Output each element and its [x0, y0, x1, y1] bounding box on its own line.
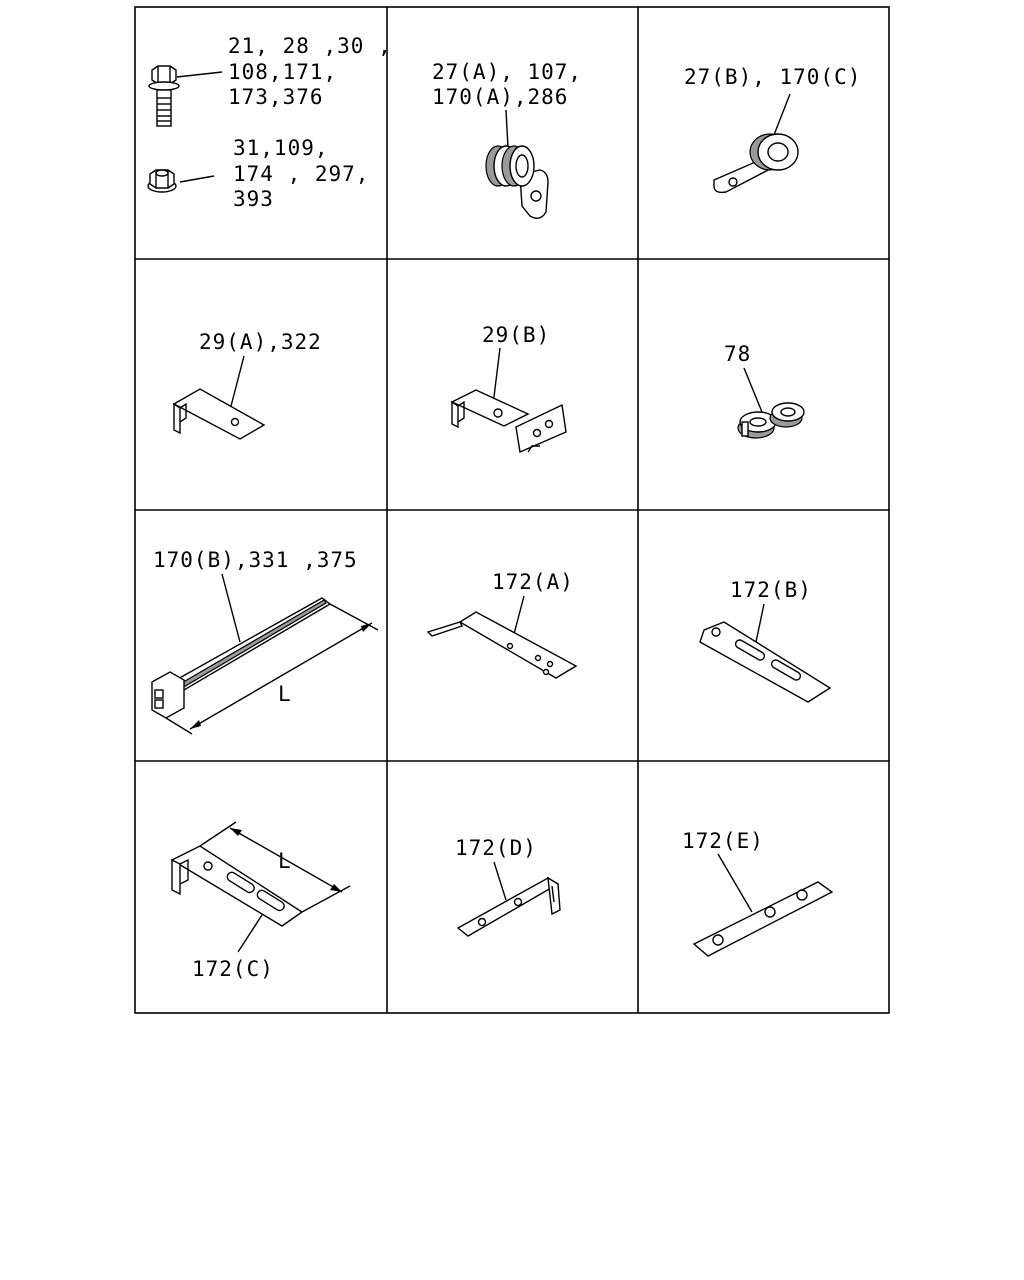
plate-172b-leader-line	[755, 603, 765, 643]
bracket-29b-label: 29(B)	[482, 323, 550, 347]
bracket-172d-leader-line	[493, 861, 507, 901]
cell-cable-tie: 170(B),331 ,375 L	[151, 548, 379, 735]
bolt-label-line-3: 173,376	[228, 85, 324, 109]
bracket-29b-leader-line	[492, 347, 501, 406]
plate-172e-leader-line	[717, 853, 753, 913]
clamp-27b-leader-line	[771, 93, 791, 141]
bolt-label-line-2: 108,171,	[228, 60, 337, 84]
bracket-172c-dimension-label: L	[278, 849, 292, 873]
flat-bracket-172a-icon	[426, 611, 578, 679]
cell-bracket-29a: 29(A),322	[172, 330, 322, 440]
cable-tie-leader-line	[221, 573, 241, 643]
cell-bracket-172c: 172(C) L	[170, 821, 351, 981]
cell-clip-27a: 27(A), 107, 170(A),286	[432, 60, 582, 219]
nut-label-line-1: 31,109,	[233, 136, 329, 160]
flange-bolt-icon	[148, 65, 180, 127]
bracket-29a-label: 29(A),322	[199, 330, 322, 354]
cable-tie-dimension-label: L	[278, 682, 292, 706]
clip-78-label: 78	[724, 342, 751, 366]
nut-leader-line	[179, 175, 215, 183]
bracket-172d-label: 172(D)	[455, 836, 537, 860]
flange-nut-icon	[147, 169, 177, 193]
slotted-angle-bracket-172c-icon	[170, 845, 304, 927]
cushion-clip-icon	[485, 145, 549, 219]
bracket-172c-label: 172(C)	[192, 957, 274, 981]
cable-tie-icon	[151, 597, 332, 719]
double-bend-bracket-29b-icon	[450, 389, 567, 454]
flat-plate-172e-icon	[692, 881, 834, 957]
cell-clamp-27b: 27(B), 170(C)	[684, 65, 861, 194]
slotted-plate-172b-icon	[699, 621, 832, 703]
cell-bolt-nut: 21, 28 ,30 , 108,171, 173,376 31,109, 17…	[147, 34, 392, 211]
clip-27a-label-line-2: 170(A),286	[432, 85, 568, 109]
cell-bracket-172a: 172(A)	[426, 570, 578, 679]
cable-tie-label: 170(B),331 ,375	[153, 548, 358, 572]
angle-bracket-29a-icon	[172, 388, 266, 440]
bolt-leader-line	[176, 71, 223, 78]
plate-172b-label: 172(B)	[730, 578, 812, 602]
bracket-172a-label: 172(A)	[492, 570, 574, 594]
cell-clip-78: 78	[724, 342, 805, 439]
parts-grid	[134, 6, 890, 1014]
nut-label-line-3: 393	[233, 187, 274, 211]
clip-27a-label-line-1: 27(A), 107,	[432, 60, 582, 84]
bracket-172a-leader-line	[513, 595, 525, 635]
bent-bracket-172d-icon	[456, 876, 561, 937]
cell-bracket-172d: 172(D)	[455, 836, 561, 937]
bracket-29a-leader-line	[229, 355, 245, 411]
bracket-172c-length-dimension: L	[199, 821, 351, 913]
cell-plate-172e: 172(E)	[682, 829, 834, 957]
plate-172e-label: 172(E)	[682, 829, 764, 853]
clamp-27b-label: 27(B), 170(C)	[684, 65, 861, 89]
cell-bracket-29b: 29(B)	[450, 323, 567, 454]
cable-tie-length-dimension: L	[165, 603, 379, 735]
s-clip-icon	[737, 402, 805, 439]
clip-78-leader-line	[743, 367, 763, 413]
nut-label-line-2: 174 , 297,	[233, 162, 369, 186]
cell-plate-172b: 172(B)	[699, 578, 832, 703]
bolt-label-line-1: 21, 28 ,30 ,	[228, 34, 392, 58]
p-clamp-icon	[713, 133, 799, 194]
clip-27a-leader-line	[505, 109, 509, 149]
bracket-172c-leader-line	[237, 914, 263, 953]
